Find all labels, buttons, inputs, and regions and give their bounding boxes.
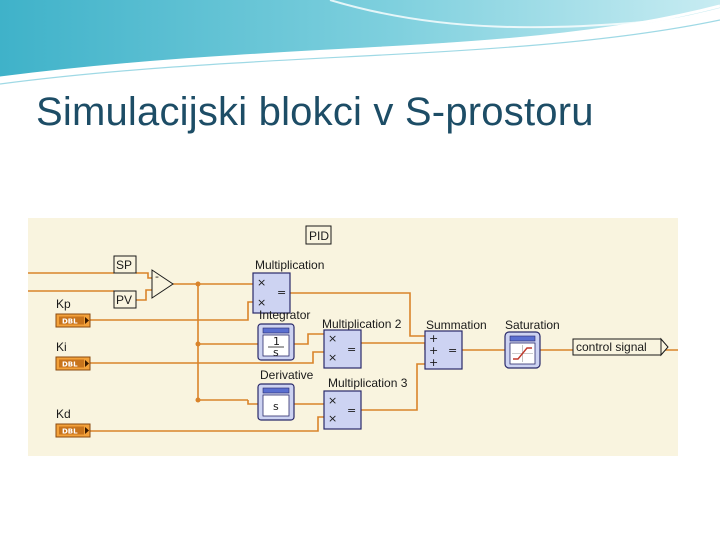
sp-label: SP bbox=[116, 258, 132, 272]
svg-text:+: + bbox=[429, 356, 438, 369]
pv-label: PV bbox=[116, 293, 132, 307]
kp-dbl-label: DBL bbox=[62, 318, 78, 326]
multiplication-2-label: Multiplication 2 bbox=[322, 317, 402, 331]
derivative-label: Derivative bbox=[260, 368, 314, 382]
wire-pv-subtract bbox=[136, 289, 152, 301]
svg-text:=: = bbox=[347, 404, 356, 417]
multiplication-label: Multiplication bbox=[255, 258, 324, 272]
control-signal-output[interactable]: control signal bbox=[572, 337, 669, 357]
wire-mult2-sum bbox=[361, 342, 426, 350]
multiplication-block[interactable]: × × = bbox=[252, 272, 291, 314]
wire-junction bbox=[195, 281, 201, 287]
multiplication-3-block[interactable]: × × = bbox=[323, 390, 362, 430]
wire-sp-subtract bbox=[136, 272, 152, 279]
ki-label: Ki bbox=[56, 340, 67, 354]
wires bbox=[28, 272, 678, 432]
wire-kd bbox=[90, 416, 324, 432]
pid-subsystem-tag[interactable]: PID bbox=[305, 225, 332, 245]
svg-text:+: + bbox=[429, 332, 438, 345]
ki-dbl-label: DBL bbox=[62, 361, 78, 369]
integrator-denominator: s bbox=[273, 346, 279, 359]
wire-mult3-sum bbox=[361, 363, 425, 411]
block-diagram-panel: PID SP PV - Kp DBL Ki DBL bbox=[28, 218, 678, 456]
svg-text:=: = bbox=[277, 286, 286, 299]
svg-text:×: × bbox=[328, 412, 337, 425]
kd-dbl-control[interactable]: DBL bbox=[55, 423, 91, 438]
integrator-label: Integrator bbox=[259, 308, 310, 322]
wire-error-derivative bbox=[247, 400, 258, 405]
svg-text:+: + bbox=[429, 344, 438, 357]
subtract-block[interactable]: - bbox=[151, 269, 174, 299]
derivative-block[interactable]: s bbox=[257, 383, 295, 421]
wire-mult1-sum bbox=[290, 292, 425, 337]
wire-error-down bbox=[197, 284, 248, 401]
wire-ki bbox=[90, 351, 324, 364]
derivative-symbol: s bbox=[273, 400, 279, 413]
wire-kp bbox=[90, 301, 253, 321]
summation-block[interactable]: + + + = bbox=[424, 330, 463, 370]
saturation-block[interactable] bbox=[504, 331, 541, 369]
integrator-numerator: 1 bbox=[273, 335, 280, 348]
svg-text:=: = bbox=[347, 343, 356, 356]
kd-dbl-label: DBL bbox=[62, 428, 78, 436]
wire-junction bbox=[195, 397, 201, 403]
multiplication-2-block[interactable]: × × = bbox=[323, 329, 362, 369]
integrator-block[interactable]: 1 s bbox=[257, 323, 295, 361]
svg-text:×: × bbox=[328, 351, 337, 364]
summation-label: Summation bbox=[426, 318, 487, 332]
svg-text:×: × bbox=[257, 296, 266, 309]
ki-dbl-control[interactable]: DBL bbox=[55, 356, 91, 371]
header-swoosh-decoration bbox=[0, 0, 720, 85]
wire-junction bbox=[195, 341, 201, 347]
kd-label: Kd bbox=[56, 407, 71, 421]
svg-text:×: × bbox=[257, 276, 266, 289]
slide-title: Simulacijski blokci v S-prostoru bbox=[36, 90, 594, 134]
control-signal-label: control signal bbox=[576, 340, 647, 354]
saturation-label: Saturation bbox=[505, 318, 560, 332]
pid-tag-label: PID bbox=[309, 229, 329, 243]
multiplication-3-label: Multiplication 3 bbox=[328, 376, 408, 390]
kp-dbl-control[interactable]: DBL bbox=[55, 313, 91, 328]
pv-input[interactable]: PV bbox=[113, 290, 137, 309]
svg-text:×: × bbox=[328, 394, 337, 407]
subtract-symbol: - bbox=[155, 270, 159, 283]
wire-integrator-mult2 bbox=[294, 333, 324, 345]
kp-label: Kp bbox=[56, 297, 71, 311]
sp-input[interactable]: SP bbox=[113, 255, 137, 274]
svg-text:=: = bbox=[448, 344, 457, 357]
svg-text:×: × bbox=[328, 332, 337, 345]
